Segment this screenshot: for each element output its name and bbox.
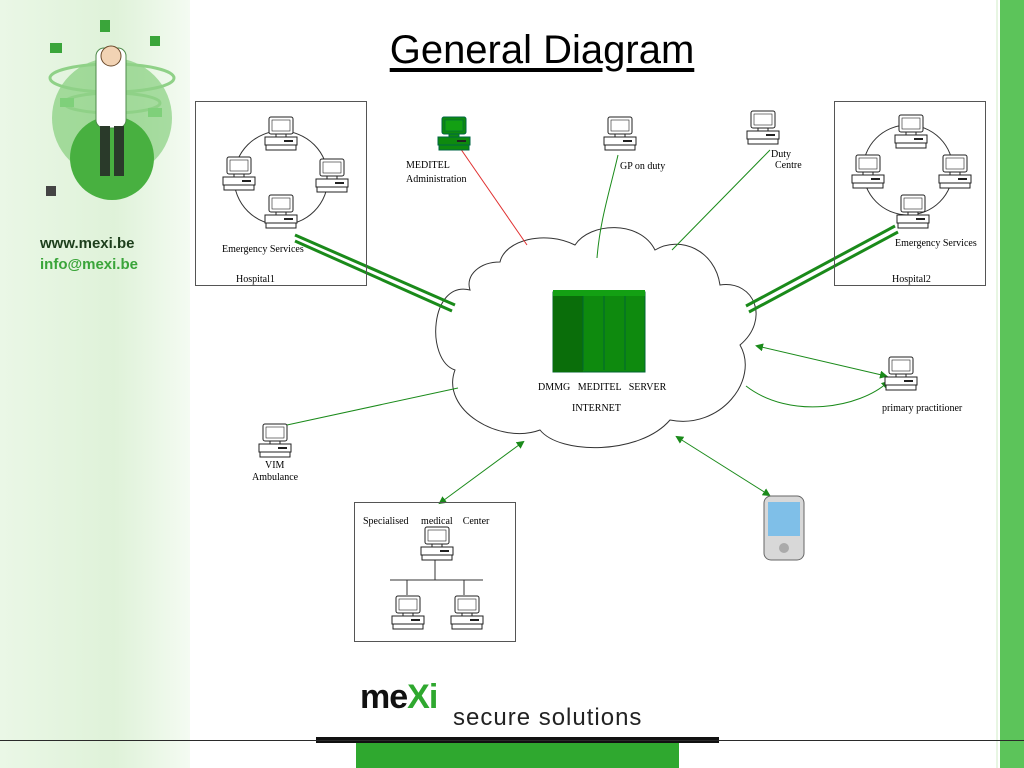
brand-tagline: secure solutions <box>453 704 643 731</box>
page-title: General Diagram <box>389 28 695 72</box>
hospital1-box <box>195 101 367 286</box>
vim-label-1: VIM <box>265 460 285 471</box>
specialised-workstation-icon <box>391 595 425 630</box>
hospital2-workstation-icon <box>894 114 928 149</box>
brand-logo: meXi <box>360 678 438 716</box>
gp-workstation-icon <box>603 116 637 151</box>
admin-workstation-icon <box>437 116 471 151</box>
internet-label: INTERNET <box>572 403 621 414</box>
hospital2-workstation-icon <box>851 154 885 189</box>
vim-label-2: Ambulance <box>252 472 299 483</box>
admin-link <box>457 144 528 246</box>
admin-label-1: MEDITEL <box>406 160 450 171</box>
specialised-workstation-icon <box>420 526 454 561</box>
primary-workstation-icon <box>884 356 918 391</box>
duty-label-1: Duty <box>771 149 791 160</box>
pda-link <box>675 435 771 497</box>
hospital2-box <box>834 101 986 286</box>
hospital2-name: Hospital2 <box>892 274 931 285</box>
admin-label-2: Administration <box>406 174 467 185</box>
duty-label-2: Centre <box>775 160 802 171</box>
hospital2-workstation-icon <box>896 194 930 229</box>
duty-workstation-icon <box>746 110 780 145</box>
duty-link <box>671 149 771 251</box>
hospital1-workstation-icon <box>264 194 298 229</box>
server-rack-icon <box>552 290 646 373</box>
hospital2-link <box>745 224 899 314</box>
hospital1-service: Emergency Services <box>222 244 304 255</box>
gp-link <box>596 154 619 259</box>
brand-bar <box>356 743 679 768</box>
primary-label: primary practitioner <box>882 403 963 414</box>
pda-icon <box>763 495 805 561</box>
primary-link-in <box>755 343 888 379</box>
footer-line <box>0 740 1024 741</box>
gp-label: GP on duty <box>620 161 666 172</box>
specialised-workstation-icon <box>450 595 484 630</box>
server-label: DMMG MEDITEL SERVER <box>538 382 667 393</box>
vim-workstation-icon <box>258 423 292 458</box>
mascot-figure-icon <box>46 20 176 200</box>
hospital1-link <box>294 233 456 313</box>
hospital1-name: Hospital1 <box>236 274 275 285</box>
primary-link-out <box>745 380 890 408</box>
specialised-link <box>438 440 525 505</box>
right-divider <box>996 0 998 768</box>
hospital2-service: Emergency Services <box>895 238 977 249</box>
specialised-label: Specialised medical Center <box>363 516 490 527</box>
hospital1-workstation-icon <box>222 156 256 191</box>
right-sidebar <box>1000 0 1024 768</box>
hospital2-workstation-icon <box>938 154 972 189</box>
hospital1-workstation-icon <box>315 158 349 193</box>
specialised-center-box <box>354 502 516 642</box>
vim-link <box>286 387 459 426</box>
website-link[interactable]: www.mexi.be <box>40 235 135 252</box>
email-link[interactable]: info@mexi.be <box>40 256 138 273</box>
hospital1-workstation-icon <box>264 116 298 151</box>
